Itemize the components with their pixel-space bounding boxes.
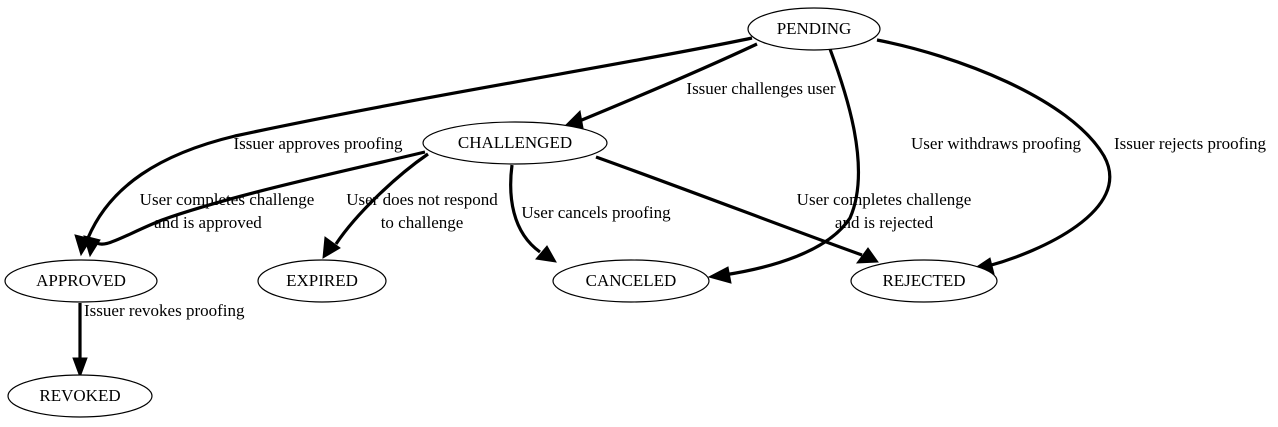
node-pending-label: PENDING [777, 19, 852, 38]
edge-label-line-2: and is rejected [835, 213, 934, 232]
node-expired[interactable]: EXPIRED [257, 259, 387, 303]
edge-path-challenged-rejected [595, 155, 863, 257]
edge-labels-layer: Issuer challenges user Issuer approves p… [84, 79, 1266, 320]
edge-approved-to-revoked [72, 303, 88, 379]
edge-label-line-1: User does not respond [346, 190, 498, 209]
node-expired-label: EXPIRED [286, 271, 358, 290]
node-revoked[interactable]: REVOKED [7, 374, 153, 418]
node-canceled[interactable]: CANCELED [552, 259, 710, 303]
edge-pending-to-rejected [876, 38, 1112, 275]
edge-label-user-completes-challenge-rejected: User completes challenge and is rejected [797, 190, 972, 232]
edge-label-user-withdraws-proofing: User withdraws proofing [911, 134, 1081, 153]
edge-label-user-completes-challenge-approved: User completes challenge and is approved [140, 190, 315, 232]
edge-path-pending-challenged [576, 42, 758, 124]
edge-label-line-1: User completes challenge [140, 190, 315, 209]
node-pending-ellipse[interactable] [747, 7, 881, 51]
edge-label-issuer-approves-proofing: Issuer approves proofing [233, 134, 403, 153]
edge-label-line-1: User completes challenge [797, 190, 972, 209]
node-rejected-ellipse[interactable] [850, 259, 998, 303]
edge-label-user-cancels-proofing: User cancels proofing [521, 203, 671, 222]
node-challenged-label: CHALLENGED [458, 133, 572, 152]
edge-path-challenged-canceled [509, 164, 541, 254]
edge-label-line-2: and is approved [154, 213, 262, 232]
node-rejected[interactable]: REJECTED [850, 259, 998, 303]
edge-label-issuer-revokes-proofing: Issuer revokes proofing [84, 301, 245, 320]
edge-path-challenged-expired [334, 152, 429, 245]
edge-challenged-to-canceled [509, 164, 557, 263]
node-approved-label: APPROVED [36, 271, 126, 290]
arrowhead-approved-revoked [72, 357, 88, 379]
edge-challenged-to-approved [83, 150, 426, 258]
node-revoked-ellipse[interactable] [7, 374, 153, 418]
edge-challenged-to-rejected [595, 155, 879, 264]
arrowhead-challenged-expired [322, 236, 341, 259]
edge-label-issuer-rejects-proofing: Issuer rejects proofing [1114, 134, 1267, 153]
arrowhead-pending-canceled [707, 266, 732, 284]
node-canceled-ellipse[interactable] [552, 259, 710, 303]
node-challenged[interactable]: CHALLENGED [422, 121, 608, 165]
node-rejected-label: REJECTED [882, 271, 965, 290]
arrowhead-challenged-canceled [535, 245, 557, 263]
node-approved-ellipse[interactable] [4, 259, 158, 303]
node-challenged-ellipse[interactable] [422, 121, 608, 165]
edge-path-pending-rejected [876, 38, 1112, 268]
edge-path-pending-canceled [723, 48, 861, 277]
edge-path-pending-approved [86, 36, 753, 239]
arrowhead-challenged-rejected [855, 247, 879, 264]
node-expired-ellipse[interactable] [257, 259, 387, 303]
node-canceled-label: CANCELED [586, 271, 677, 290]
node-approved[interactable]: APPROVED [4, 259, 158, 303]
edge-label-user-does-not-respond: User does not respond to challenge [346, 190, 498, 232]
arrowhead-challenged-approved [83, 235, 101, 258]
edge-challenged-to-expired [322, 152, 429, 259]
edge-pending-to-canceled [707, 48, 861, 284]
node-pending[interactable]: PENDING [747, 7, 881, 51]
edge-path-challenged-approved [92, 150, 426, 246]
nodes-layer: PENDING CHALLENGED APPROVED EXPIRED CANC… [4, 7, 998, 418]
edge-label-issuer-challenges-user: Issuer challenges user [686, 79, 836, 98]
edge-label-line-2: to challenge [381, 213, 464, 232]
node-revoked-label: REVOKED [39, 386, 120, 405]
